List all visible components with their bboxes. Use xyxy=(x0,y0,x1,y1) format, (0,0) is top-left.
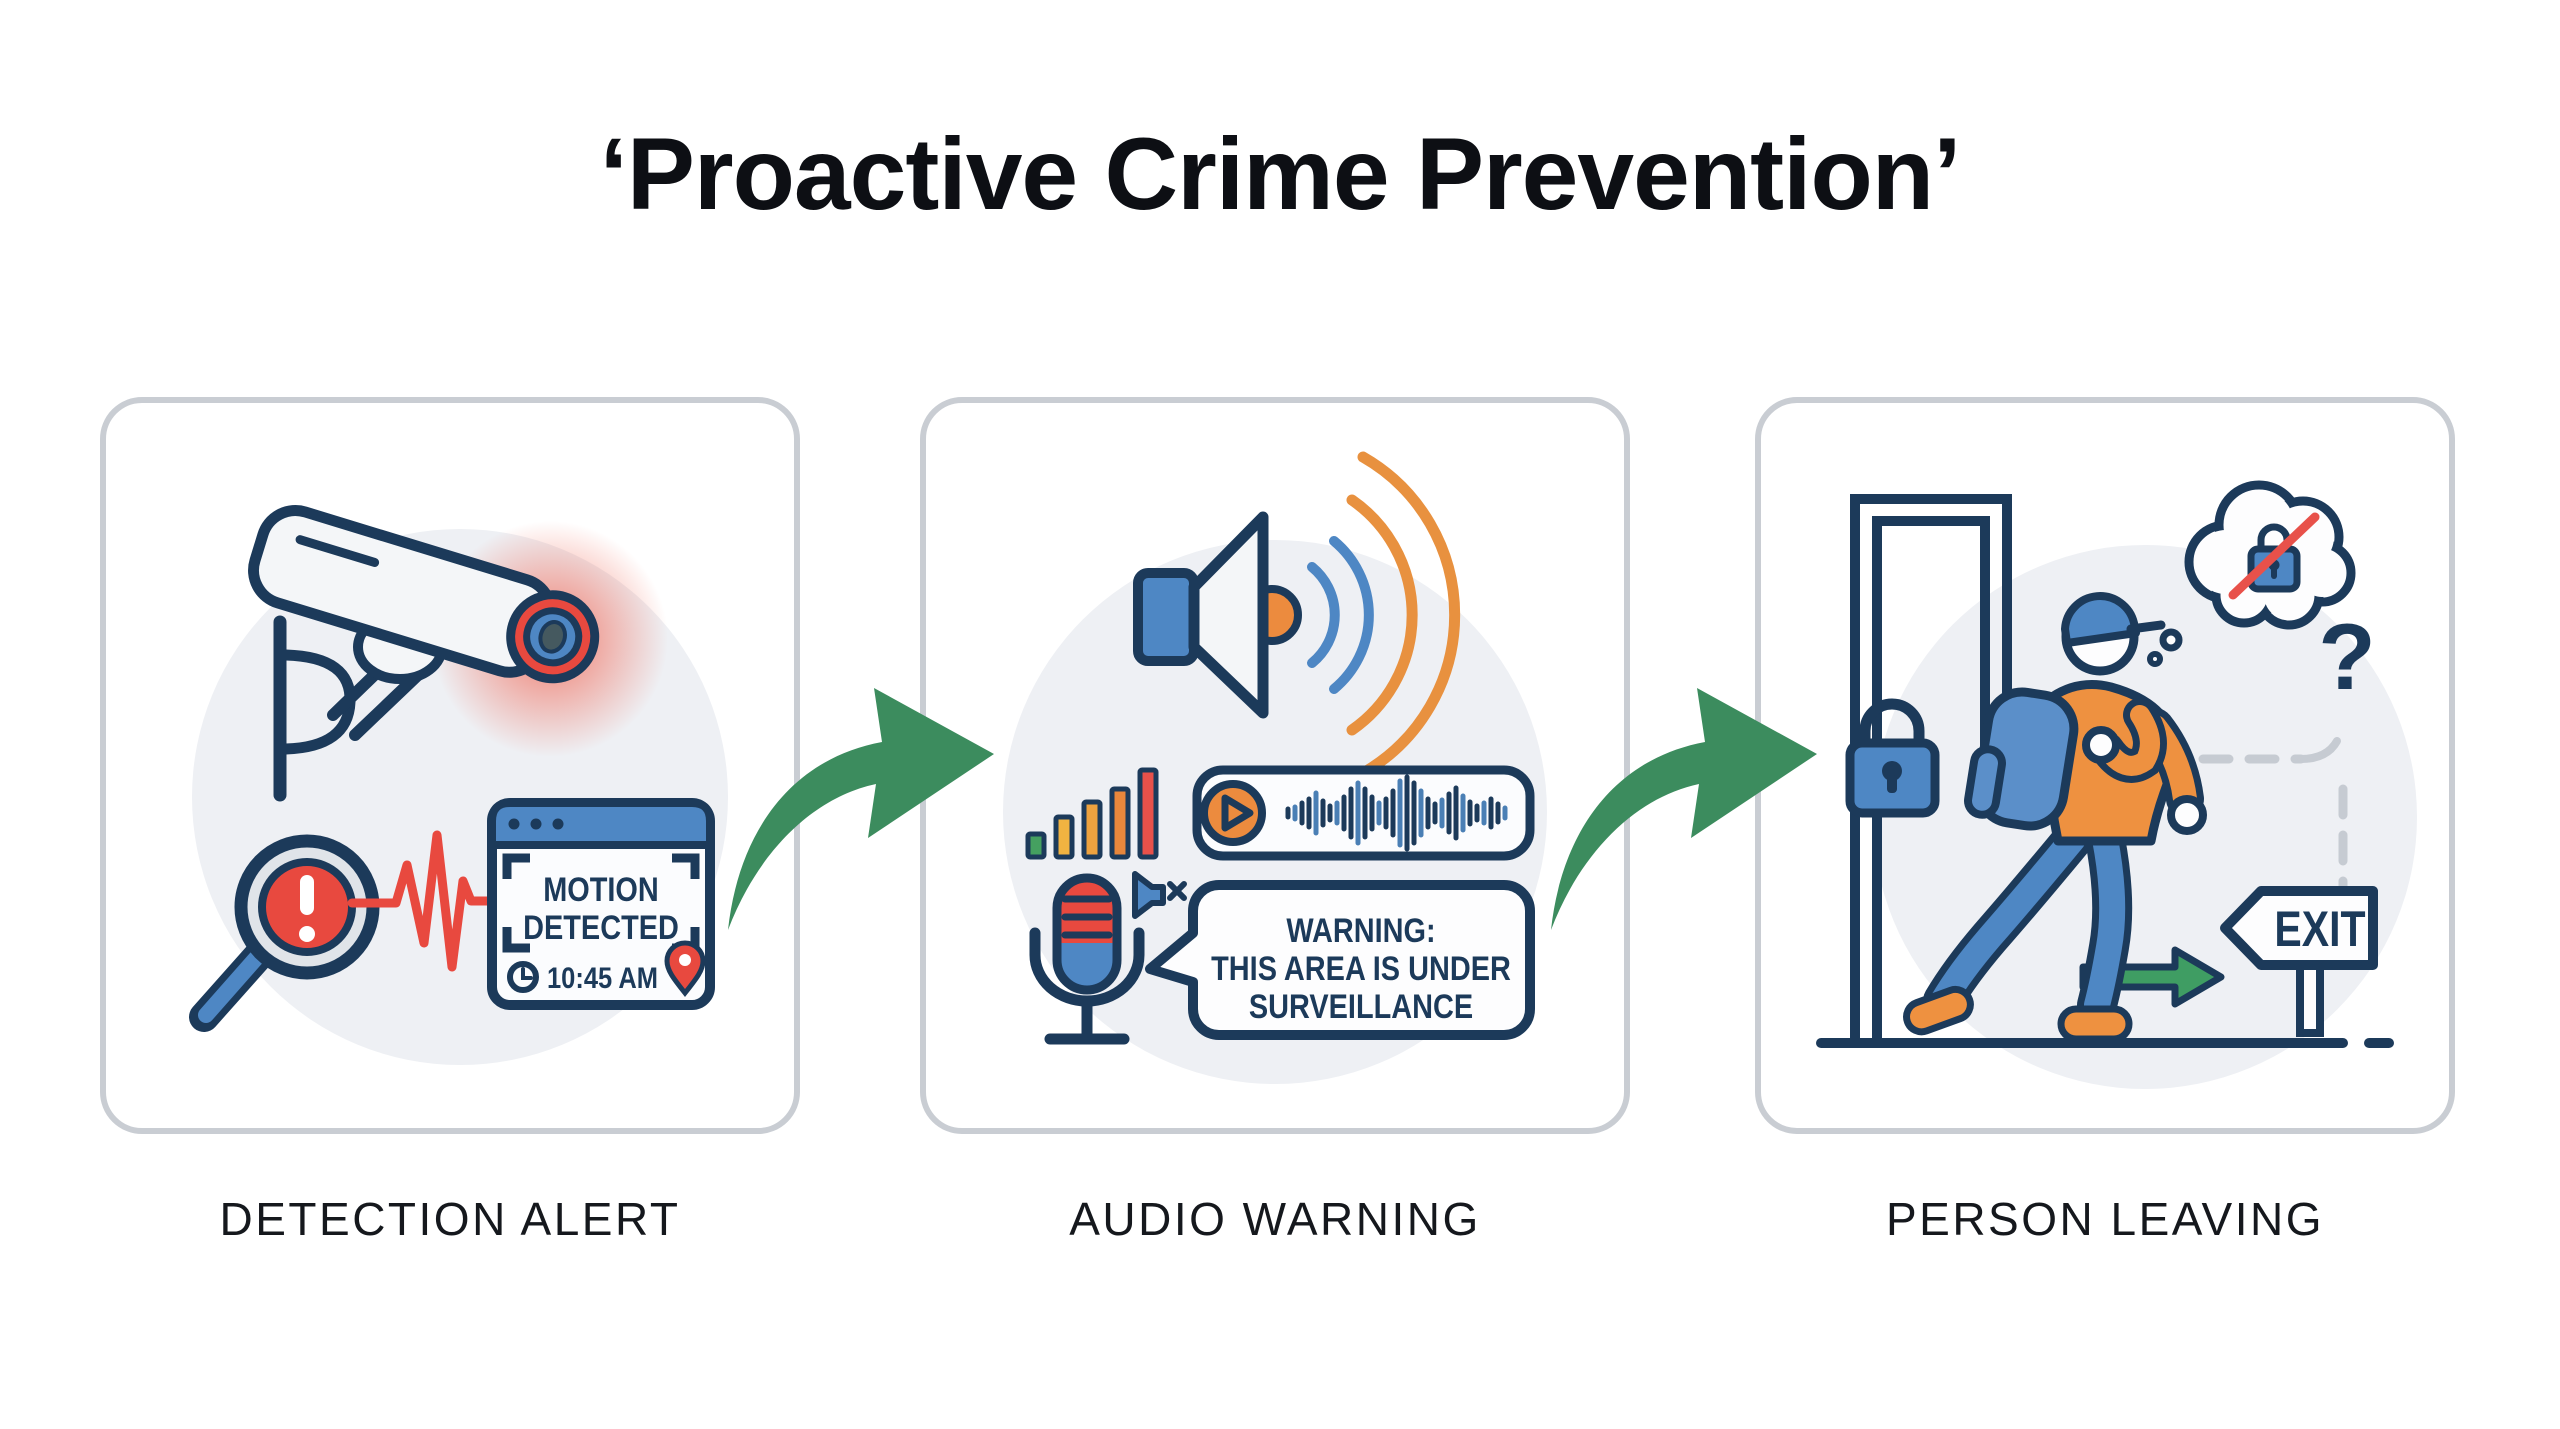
audio-player-icon xyxy=(1192,765,1535,861)
detection-alert-art: MOTION DETECTED 10:45 AM xyxy=(189,505,728,1065)
panel-person-leaving: ? EXIT xyxy=(1755,397,2455,1134)
muted-speaker-icon xyxy=(1132,871,1187,919)
signal-bars-icon xyxy=(1025,767,1159,860)
exit-sign-icon: EXIT xyxy=(2079,886,2378,1037)
corner-brackets-icon xyxy=(502,853,700,953)
question-mark: ? xyxy=(2318,604,2375,709)
panel-detection-alert: MOTION DETECTED 10:45 AM xyxy=(100,397,800,1134)
panel-audio-warning: WARNING: THIS AREA IS UNDER SURVEILLANCE xyxy=(920,397,1630,1134)
clock-icon xyxy=(507,961,539,993)
play-icon xyxy=(1200,780,1266,846)
thought-bubble-icon xyxy=(2147,480,2356,667)
speech-bubble-icon: WARNING: THIS AREA IS UNDER SURVEILLANCE xyxy=(1145,880,1535,1040)
cap-icon xyxy=(2061,592,2140,647)
alert-line1: MOTION xyxy=(543,870,659,909)
caption-detection-alert: DETECTION ALERT xyxy=(219,1193,681,1245)
caption-person-leaving: PERSON LEAVING xyxy=(1885,1193,2325,1245)
flow-arrow-icon xyxy=(728,688,994,930)
alert-window-icon: MOTION DETECTED 10:45 AM xyxy=(487,798,715,1010)
cctv-camera-icon xyxy=(248,505,600,802)
padlock-icon xyxy=(1845,698,1940,818)
audio-warning-art: WARNING: THIS AREA IS UNDER SURVEILLANCE xyxy=(1003,451,1547,1084)
sound-waves-icon xyxy=(1307,451,1461,779)
shoe xyxy=(2057,1005,2133,1043)
warning-line1: WARNING: xyxy=(1286,911,1435,950)
hand xyxy=(2167,795,2207,835)
hand xyxy=(2082,726,2120,764)
location-pin-icon xyxy=(664,940,706,998)
alert-time: 10:45 AM xyxy=(547,961,658,994)
page-title: ‘Proactive Crime Prevention’ xyxy=(599,117,1962,231)
caption-audio-warning: AUDIO WARNING xyxy=(1069,1193,1481,1245)
exit-sign-label: EXIT xyxy=(2274,901,2365,957)
exclamation-icon xyxy=(300,875,314,915)
waveform-icon xyxy=(1285,774,1508,852)
alert-line2: DETECTED xyxy=(523,908,679,947)
speaker-icon xyxy=(1133,511,1302,719)
magnifier-alert-icon xyxy=(189,834,380,1032)
walking-person-icon xyxy=(1903,592,2207,1043)
person-leaving-art: ? EXIT xyxy=(1816,480,2417,1089)
warning-line3: SURVEILLANCE xyxy=(1249,987,1473,1026)
warning-line2: THIS AREA IS UNDER xyxy=(1211,949,1511,988)
microphone-icon xyxy=(1029,873,1145,1045)
shoe xyxy=(1903,985,1974,1036)
no-lock-icon xyxy=(2228,512,2320,600)
flow-arrow-icon xyxy=(1551,688,1817,930)
pulse-line-icon xyxy=(347,830,540,972)
